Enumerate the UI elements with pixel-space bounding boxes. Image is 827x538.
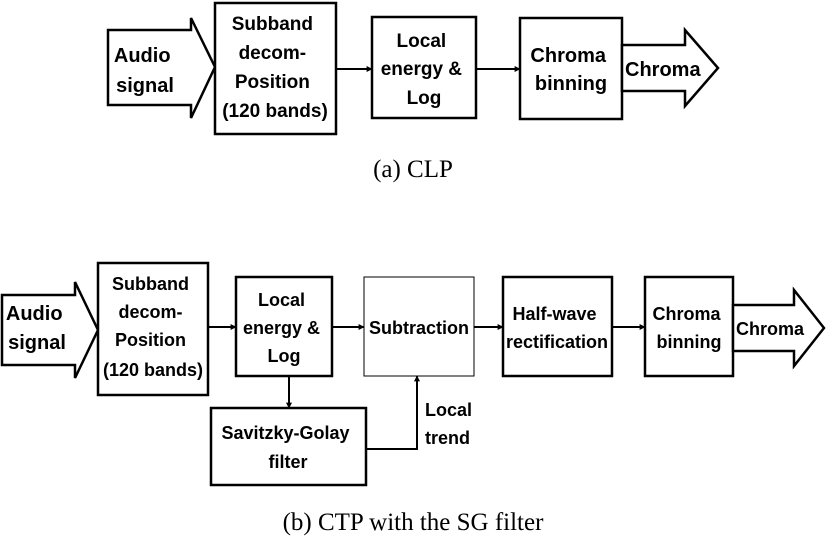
a-subband-line-4: (120 bands)	[222, 101, 328, 122]
svg-text:Subband decom-: Subband decom- Position (120 bands)	[103, 274, 203, 380]
a-input-line-2: signal	[116, 75, 174, 97]
b-connector-sg-to-subtraction	[366, 375, 420, 450]
b-local-energy-block: Local energy & Log	[234, 275, 334, 378]
b-half-wave-block: Half-wave rectification	[501, 275, 614, 378]
b-chroma-binning-line-1: Chroma	[652, 304, 721, 324]
a-subband-line-2: decom-	[239, 43, 307, 64]
b-sg-filter-line-2: filter	[268, 452, 307, 472]
a-local-energy-block: Local energy & Log	[370, 15, 478, 120]
a-output-label: Chroma	[625, 59, 701, 81]
svg-text:Chroma binning: Chroma binning	[530, 45, 611, 95]
a-input-arrow: Audio signal	[106, 17, 217, 119]
svg-text:Audio signal: Audio signal	[6, 303, 68, 354]
diagram-a-clp: Audio signal Subband decom- Position (12…	[106, 1, 720, 183]
b-half-wave-line-1: Half-wave	[512, 304, 596, 324]
b-sg-filter-block: Savitzky-Golay filter	[209, 406, 368, 487]
b-chroma-binning-block: Chroma binning	[643, 275, 735, 378]
a-chroma-binning-line-2: binning	[535, 73, 607, 95]
b-subtraction-block: Subtraction	[363, 276, 475, 377]
svg-text:Audio signal: Audio signal	[114, 45, 176, 97]
b-local-energy-line-1: Local	[258, 290, 305, 310]
b-half-wave-line-2: rectification	[506, 332, 608, 352]
b-subtraction-label: Subtraction	[369, 318, 469, 338]
svg-text:Savitzky-Golay filter: Savitzky-Golay filter	[221, 423, 354, 472]
a-caption: (a) CLP	[373, 156, 453, 183]
b-sg-filter-line-1: Savitzky-Golay	[221, 423, 349, 443]
b-subband-line-4: (120 bands)	[103, 360, 203, 380]
a-local-energy-line-2: energy &	[381, 59, 463, 80]
b-input-arrow: Audio signal	[0, 281, 100, 379]
a-subband-line-1: Subband	[232, 14, 313, 35]
b-output-arrow: Chroma	[731, 286, 826, 370]
b-subband-line-3: Position	[115, 330, 186, 350]
diagram-b-ctp: Audio signal Subband decom- Position (12…	[0, 261, 826, 536]
b-local-trend-line-1: Local	[425, 400, 472, 420]
b-subband-line-1: Subband	[112, 274, 189, 294]
b-input-line-2: signal	[8, 332, 66, 354]
svg-text:Chroma binning: Chroma binning	[652, 304, 725, 352]
b-subband-line-2: decom-	[118, 302, 182, 322]
a-chroma-binning-block: Chroma binning	[518, 16, 624, 121]
svg-text:Local energy &: Local energy & Log	[243, 290, 325, 366]
b-local-trend-line-2: trend	[425, 428, 470, 448]
b-local-energy-line-3: Log	[268, 346, 301, 366]
svg-text:Half-wave rectificatio: Half-wave rectification	[506, 304, 608, 352]
b-output-label: Chroma	[736, 319, 805, 339]
svg-text:Local energy &: Local energy & Log	[381, 31, 468, 109]
b-input-line-1: Audio	[6, 303, 63, 325]
b-subband-block: Subband decom- Position (120 bands)	[96, 261, 210, 397]
a-local-energy-line-1: Local	[397, 31, 447, 52]
a-subband-block: Subband decom- Position (120 bands)	[213, 1, 338, 136]
a-local-energy-line-3: Log	[407, 88, 442, 109]
svg-text:Subband decom-: Subband decom- Position (120 bands)	[222, 14, 328, 122]
b-caption: (b) CTP with the SG filter	[283, 509, 545, 536]
a-chroma-binning-line-1: Chroma	[530, 45, 606, 67]
b-local-energy-line-2: energy &	[243, 318, 320, 338]
svg-text:Local trend: Local trend	[425, 400, 477, 448]
a-subband-line-3: Position	[235, 72, 310, 93]
a-input-line-1: Audio	[114, 45, 171, 67]
a-output-arrow: Chroma	[620, 26, 720, 110]
b-chroma-binning-line-2: binning	[657, 332, 722, 352]
